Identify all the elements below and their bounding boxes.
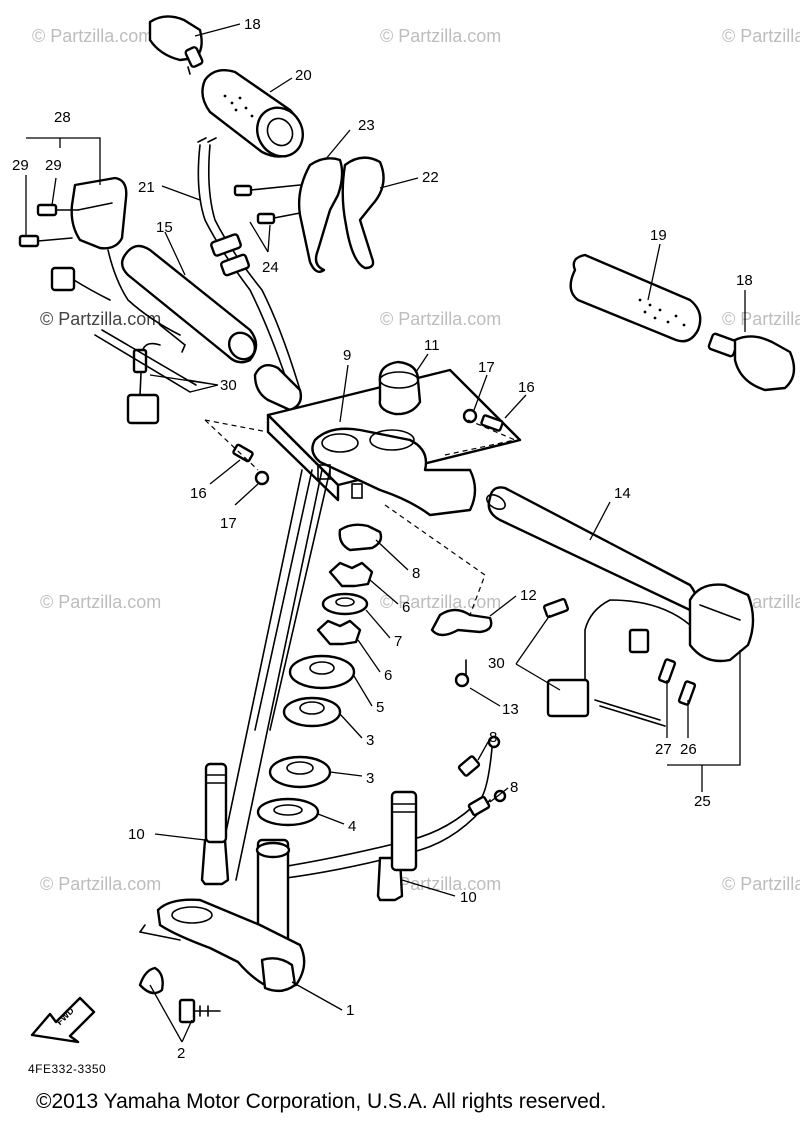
watermark: © Partzilla.com	[32, 26, 153, 46]
lower-hoses	[261, 735, 507, 881]
watermark: © Partzilla.com	[722, 874, 800, 894]
watermark: © Partzilla.com	[40, 309, 161, 329]
throttle-housing	[233, 156, 385, 273]
seal-4	[256, 797, 320, 827]
callout-5: 5	[376, 699, 384, 716]
callout-4: 4	[348, 818, 356, 835]
callout-15: 15	[156, 219, 173, 236]
callout-12: 12	[520, 587, 537, 604]
callout-26: 26	[680, 741, 697, 758]
left-handlebar-switch	[18, 176, 181, 336]
callout-25: 25	[694, 793, 711, 810]
throttle-grip	[201, 69, 304, 158]
bolts-2	[138, 966, 221, 1024]
forward-arrow-icon: FWD	[30, 996, 96, 1044]
callout-16: 16	[190, 485, 207, 502]
right-handlebar-switch	[542, 583, 755, 727]
callout-29: 29	[45, 157, 62, 174]
damper-10-right	[376, 790, 418, 902]
callout-27: 27	[655, 741, 672, 758]
callout-6: 6	[384, 667, 392, 684]
callout-21: 21	[138, 179, 155, 196]
callout-10: 10	[128, 826, 145, 843]
callout-11: 11	[424, 337, 440, 354]
diagram-code: 4FE332-3350	[28, 1062, 106, 1076]
callout-17: 17	[478, 359, 495, 376]
damper-10-left	[200, 762, 230, 886]
cable-guide	[430, 608, 493, 688]
callout-16: 16	[518, 379, 535, 396]
callout-10: 10	[460, 889, 477, 906]
callout-29: 29	[12, 157, 29, 174]
callout-1: 1	[346, 1002, 354, 1019]
callout-18: 18	[244, 16, 261, 33]
guide-lines	[204, 419, 516, 881]
watermark: © Partzilla.com	[380, 874, 501, 894]
callout-17: 17	[220, 515, 237, 532]
callout-13: 13	[502, 701, 519, 718]
under-bracket	[139, 838, 306, 993]
rubber-washer-7	[321, 592, 369, 616]
callout-14: 14	[614, 485, 631, 502]
callout-7: 7	[394, 633, 402, 650]
bearing-cover-5	[288, 654, 356, 690]
bearing-3b	[268, 755, 332, 789]
bearing-3a	[282, 696, 342, 728]
callout-19: 19	[650, 227, 667, 244]
bolts-16-17	[232, 408, 504, 486]
copyright-notice: ©2013 Yamaha Motor Corporation, U.S.A. A…	[36, 1090, 606, 1113]
callout-20: 20	[295, 67, 312, 84]
ring-nut-6b	[316, 619, 362, 646]
watermark: © Partzilla.com	[380, 26, 501, 46]
handlebar-right	[486, 486, 698, 612]
callout-28: 28	[54, 109, 71, 126]
callout-8: 8	[412, 565, 420, 582]
bar-end-weight-left	[148, 15, 204, 75]
throttle-cables	[197, 137, 303, 412]
callout-3: 3	[366, 770, 374, 787]
callout-8: 8	[489, 729, 497, 746]
left-switch-wiring	[94, 324, 197, 425]
watermark: © Partzilla.com	[380, 309, 501, 329]
callout-24: 24	[262, 259, 279, 276]
callout-23: 23	[358, 117, 375, 134]
callout-30: 30	[220, 377, 237, 394]
callout-9: 9	[343, 347, 351, 364]
ring-nut-6a	[328, 561, 374, 588]
callout-8: 8	[510, 779, 518, 796]
leader-lines	[25, 23, 746, 1043]
callout-22: 22	[422, 169, 439, 186]
callout-30: 30	[488, 655, 505, 672]
bar-end-weight-right	[707, 332, 796, 392]
callout-18: 18	[736, 272, 753, 289]
handlebar-left	[120, 244, 258, 364]
watermark: © Partzilla.com	[380, 592, 501, 612]
grip-right	[569, 253, 702, 343]
callout-2: 2	[177, 1045, 185, 1062]
callout-3: 3	[366, 732, 374, 749]
steering-stem-cap	[378, 360, 422, 416]
callout-6: 6	[402, 599, 410, 616]
watermark: © Partzilla.com	[722, 26, 800, 46]
callout-labels: 18 20 28 29 29 23 22 21 15 24 19 18 30 9…	[12, 16, 753, 1062]
watermark: © Partzilla.com	[722, 309, 800, 329]
stem-washer-8	[338, 523, 383, 552]
watermark: © Partzilla.com	[40, 874, 161, 894]
watermark: © Partzilla.com	[40, 592, 161, 612]
